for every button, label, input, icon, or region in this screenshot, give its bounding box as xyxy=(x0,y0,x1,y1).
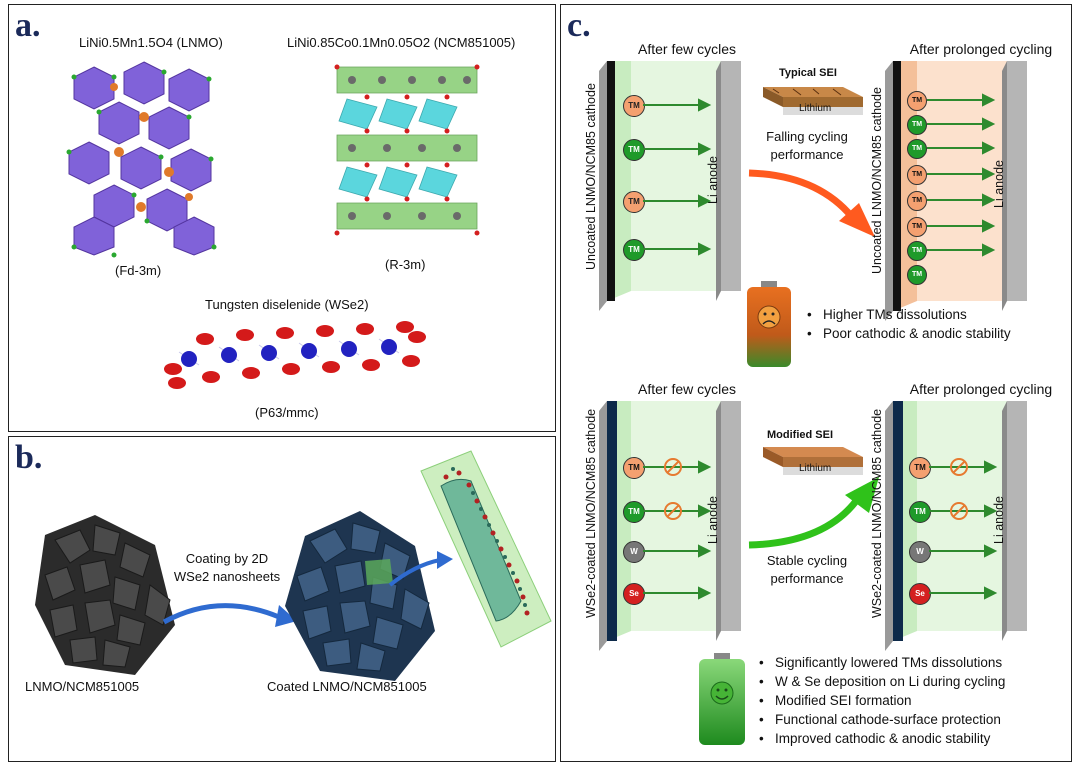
lnmo-title: LiNi0.5Mn1.5O4 (LNMO) xyxy=(79,35,223,50)
ncm-title: LiNi0.85Co0.1Mn0.05O2 (NCM851005) xyxy=(287,35,516,50)
bottom-transition-arrow xyxy=(748,477,879,549)
panel-a: a. LiNi0.5Mn1.5O4 (LNMO) LiNi0.85Co0.1Mn… xyxy=(8,4,556,432)
bottom-bullet-3: Modified SEI formation xyxy=(757,691,1005,710)
coated-nanosheet-zoom xyxy=(420,450,552,648)
top-left-heading: After few cycles xyxy=(637,41,737,57)
bottom-sei-label: Modified SEI xyxy=(767,429,833,441)
bottom-left-cathode-label: WSe2-coated LNMO/NCM85 cathode xyxy=(584,408,598,618)
top-right-ion-7: TM xyxy=(907,241,927,261)
bottom-left-ion-arrows xyxy=(643,458,712,600)
coating-text-line2: WSe2 nanosheets xyxy=(173,569,281,584)
typical-sei-icon xyxy=(763,87,863,115)
panel-c: c. After few cycles After prolonged cycl… xyxy=(560,4,1072,762)
bottom-lithium-label: Lithium xyxy=(799,463,832,474)
bottom-bullet-1: Significantly lowered TMs dissolutions xyxy=(757,653,1005,672)
bottom-bullet-4: Functional cathode-surface protection xyxy=(757,710,1005,729)
top-bullet-2: Poor cathodic & anodic stability xyxy=(805,324,1011,343)
panel-a-label: a. xyxy=(15,7,41,44)
top-left-ion-3: TM xyxy=(623,191,645,213)
coated-caption: Coated LNMO/NCM851005 xyxy=(267,679,427,694)
bottom-right-heading: After prolonged cycling xyxy=(909,381,1053,397)
bottom-right-ion-4: Se xyxy=(909,583,931,605)
panel-b-label: b. xyxy=(15,439,43,476)
bottom-left-ion-3: W xyxy=(623,541,645,563)
top-transition-line1: Falling cycling xyxy=(766,129,848,144)
top-right-ion-4: TM xyxy=(907,165,927,185)
coating-text-line1: Coating by 2D xyxy=(185,551,269,566)
top-left-ion-2: TM xyxy=(623,139,645,161)
lnmo-crystal-structure xyxy=(66,61,217,258)
bottom-right-ion-2: TM xyxy=(909,501,931,523)
top-left-ion-1: TM xyxy=(623,95,645,117)
bottom-bullet-2: W & Se deposition on Li during cycling xyxy=(757,672,1005,691)
panel-c-label: c. xyxy=(567,7,591,44)
ncm-crystal-structure xyxy=(334,64,480,236)
top-left-cell xyxy=(599,61,741,311)
wse2-title: Tungsten diselenide (WSe2) xyxy=(205,297,369,312)
bottom-left-ion-4: Se xyxy=(623,583,645,605)
bottom-left-ion-1: TM xyxy=(623,457,645,479)
bottom-transition-line1: Stable cycling xyxy=(766,553,848,568)
top-right-ion-arrows xyxy=(927,93,996,257)
top-left-ion-arrows xyxy=(643,98,712,256)
top-lithium-label: Lithium xyxy=(799,103,832,114)
bottom-right-cathode-label: WSe2-coated LNMO/NCM85 cathode xyxy=(870,408,884,618)
top-right-cell xyxy=(885,61,1027,321)
top-transition-arrow xyxy=(748,169,875,237)
ncm-space-group: (R-3m) xyxy=(385,257,426,272)
bottom-right-cell xyxy=(885,401,1027,651)
top-right-ion-8: TM xyxy=(907,265,927,285)
top-right-ion-2: TM xyxy=(907,115,927,135)
top-right-heading: After prolonged cycling xyxy=(909,41,1053,57)
bottom-left-cell xyxy=(599,401,741,651)
wse2-crystal-structure xyxy=(164,321,426,389)
sad-battery-icon xyxy=(747,281,791,367)
zoom-arrow xyxy=(388,551,453,587)
wse2-space-group: (P63/mmc) xyxy=(255,405,319,420)
happy-battery-icon xyxy=(699,653,745,745)
top-bullet-1: Higher TMs dissolutions xyxy=(805,305,1011,324)
top-right-ion-1: TM xyxy=(907,91,927,111)
panel-b: b. Coating by 2D WSe2 nanosheets xyxy=(8,436,556,762)
top-right-ion-6: TM xyxy=(907,217,927,237)
modified-sei-icon xyxy=(763,447,863,475)
bottom-transition-line2: performance xyxy=(770,571,844,586)
uncoated-particle xyxy=(35,515,175,675)
bottom-bullet-5: Improved cathodic & anodic stability xyxy=(757,729,1005,748)
coating-arrow xyxy=(162,603,297,627)
top-left-cathode-label: Uncoated LNMO/NCM85 cathode xyxy=(584,83,598,270)
top-bullet-list: Higher TMs dissolutions Poor cathodic & … xyxy=(805,305,1011,343)
top-transition-line2: performance xyxy=(770,147,844,162)
top-right-ion-3: TM xyxy=(907,139,927,159)
bottom-left-ion-2: TM xyxy=(623,501,645,523)
coated-particle xyxy=(285,511,435,681)
lnmo-space-group: (Fd-3m) xyxy=(115,263,162,278)
top-right-cathode-label: Uncoated LNMO/NCM85 cathode xyxy=(870,87,884,274)
top-left-ion-4: TM xyxy=(623,239,645,261)
bottom-left-heading: After few cycles xyxy=(637,381,737,397)
bottom-right-ion-1: TM xyxy=(909,457,931,479)
bottom-bullet-list: Significantly lowered TMs dissolutions W… xyxy=(757,653,1005,748)
top-right-ion-5: TM xyxy=(907,191,927,211)
uncoated-caption: LNMO/NCM851005 xyxy=(25,679,140,694)
top-sei-label: Typical SEI xyxy=(779,67,837,79)
bottom-right-ion-arrows xyxy=(929,458,998,600)
bottom-right-ion-3: W xyxy=(909,541,931,563)
